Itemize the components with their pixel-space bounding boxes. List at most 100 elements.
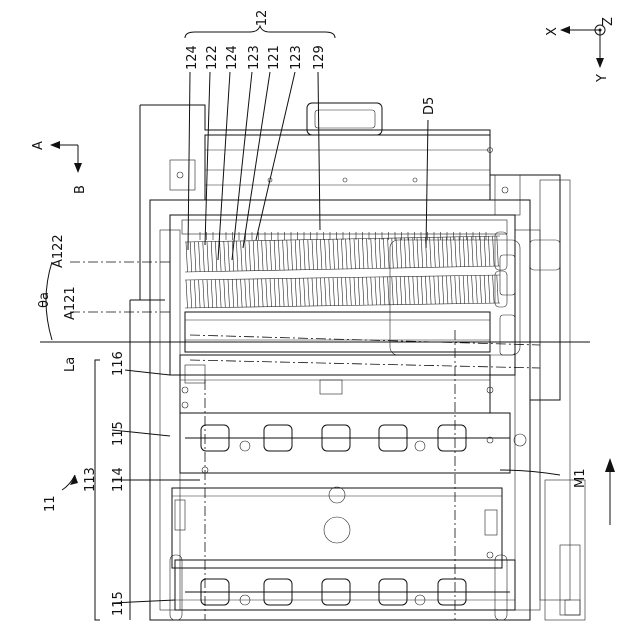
- bristle: [463, 237, 465, 267]
- bristle: [421, 276, 423, 304]
- bristle: [295, 278, 297, 306]
- bristle: [325, 239, 327, 269]
- bristle: [308, 240, 310, 270]
- bristle: [392, 277, 394, 305]
- bristle: [484, 236, 486, 266]
- label-121: 121: [267, 45, 282, 70]
- bristle: [274, 279, 276, 307]
- bristle: [291, 278, 293, 306]
- bristle: [430, 237, 432, 267]
- bristle: [312, 278, 314, 306]
- bristle: [425, 276, 427, 304]
- bristle: [262, 241, 264, 271]
- bristle: [417, 276, 419, 304]
- bristle: [488, 275, 490, 303]
- bristle: [228, 279, 230, 307]
- bristle: [451, 276, 453, 304]
- gear-hub: [415, 441, 425, 451]
- bristle: [245, 279, 247, 307]
- bristle: [320, 239, 322, 269]
- bristle: [257, 279, 259, 307]
- bristle: [375, 238, 377, 268]
- label-12: 12: [255, 10, 270, 27]
- label-11: 11: [43, 495, 58, 512]
- bristle: [253, 241, 255, 271]
- bristle: [203, 280, 205, 308]
- bristle: [400, 238, 402, 268]
- bristle: [396, 277, 398, 305]
- bristle: [455, 276, 457, 304]
- bristle: [224, 241, 226, 271]
- label-dir-b: B: [73, 185, 88, 194]
- bristle: [417, 238, 419, 268]
- bristle: [316, 278, 318, 306]
- bristle: [379, 238, 381, 268]
- bristle: [346, 278, 348, 306]
- brace-12: [185, 26, 335, 38]
- bristle: [497, 275, 499, 303]
- bristle: [388, 238, 390, 268]
- bristle: [480, 275, 482, 303]
- bristle: [421, 238, 423, 268]
- label-123a: 123: [247, 45, 262, 70]
- bristle: [304, 240, 306, 270]
- bristle: [312, 240, 314, 270]
- label-115a: 115: [111, 421, 126, 446]
- bristle: [388, 277, 390, 305]
- bristle: [371, 239, 373, 269]
- label-m1: M1: [573, 469, 588, 489]
- bristle: [430, 276, 432, 304]
- bristle: [438, 276, 440, 304]
- bristle: [442, 276, 444, 304]
- bristle: [341, 278, 343, 306]
- bristle: [404, 238, 406, 268]
- bristle: [438, 237, 440, 267]
- bristle: [350, 239, 352, 269]
- label-la: La: [63, 357, 78, 372]
- bristle: [413, 238, 415, 268]
- bristle: [333, 278, 335, 306]
- bristle: [371, 277, 373, 305]
- bristle: [220, 241, 222, 271]
- bristle: [446, 276, 448, 304]
- bristle: [211, 280, 213, 308]
- bristle: [274, 240, 276, 270]
- gear-hub: [240, 441, 250, 451]
- bristle: [354, 277, 356, 305]
- label-115b: 115: [111, 591, 126, 616]
- bristle: [270, 240, 272, 270]
- bristle: [493, 275, 495, 303]
- labels: 12 124 122 124 123 121 123 129 D5 X Z Y …: [31, 10, 616, 616]
- bristle: [358, 277, 360, 305]
- label-theta-a: θa: [37, 292, 52, 308]
- bristle: [329, 278, 331, 306]
- bristle: [283, 279, 285, 307]
- bristle: [354, 239, 356, 269]
- bristle: [434, 237, 436, 267]
- bristle: [316, 240, 318, 270]
- bristle: [367, 277, 369, 305]
- label-axis-x: X: [545, 27, 560, 36]
- label-axis-y: Y: [595, 74, 610, 83]
- bristle: [270, 279, 272, 307]
- bristle: [459, 237, 461, 267]
- bristle: [215, 241, 217, 271]
- bristle: [337, 239, 339, 269]
- bristle: [329, 239, 331, 269]
- bristle: [358, 239, 360, 269]
- bristle: [278, 279, 280, 307]
- bristle: [379, 277, 381, 305]
- bristle: [472, 237, 474, 267]
- bristle: [409, 238, 411, 268]
- bristle: [287, 240, 289, 270]
- bristle: [194, 242, 196, 272]
- bristle: [451, 237, 453, 267]
- bristle: [346, 239, 348, 269]
- bristle: [497, 236, 499, 266]
- bristle: [383, 238, 385, 268]
- bristle: [220, 280, 222, 308]
- bristle: [362, 277, 364, 305]
- bristle: [186, 280, 188, 308]
- bristle: [207, 242, 209, 272]
